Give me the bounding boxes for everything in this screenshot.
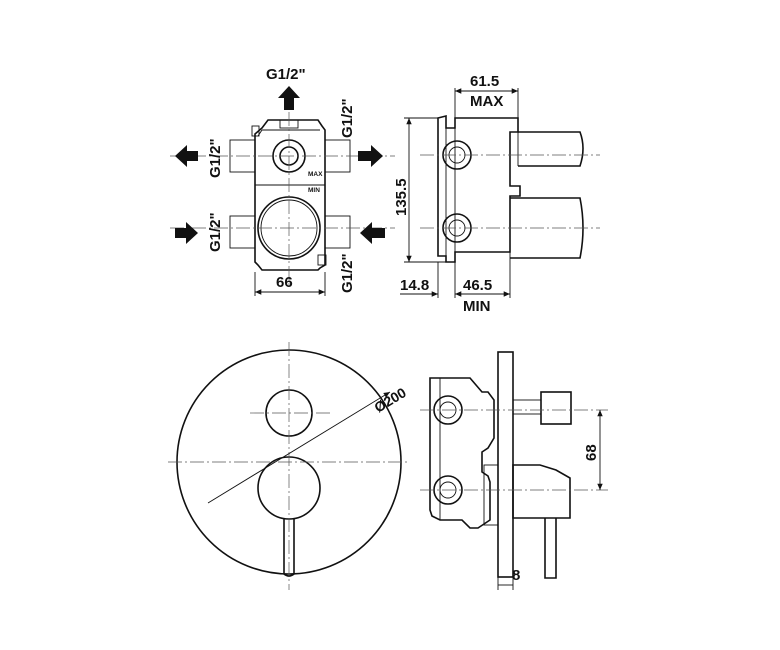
inlet-arrow-left-icon	[360, 222, 385, 244]
left-pipe-lower	[229, 215, 256, 249]
outlet-arrow-right-icon	[358, 145, 383, 167]
right-pipe-lower	[324, 215, 351, 249]
assembly-body-outline	[429, 377, 495, 529]
dim-135-text: 135.5	[393, 178, 410, 216]
dim-14-text: 14.8	[400, 277, 429, 294]
left-lower-label: G1/2"	[207, 212, 224, 252]
side-upper-cylinder	[518, 131, 584, 167]
plate-min-text: MIN	[308, 187, 320, 194]
right-upper-label: G1/2"	[339, 98, 356, 138]
body-outline	[254, 119, 326, 271]
lever-body	[512, 464, 571, 519]
top-inlet-label: G1/2"	[266, 66, 306, 83]
body-front-view: MAX MIN G1/2" G1/2" G1/2" G1/2" G1/2" 66	[170, 66, 395, 296]
assembly-side-view: 68 8	[420, 351, 608, 590]
outlet-arrow-left-icon	[175, 145, 198, 167]
dim-46-text: 46.5	[463, 277, 492, 294]
dim-66-text: 66	[276, 274, 293, 291]
inlet-arrow-right-icon	[175, 222, 198, 244]
mount-tab-right	[317, 254, 327, 266]
plate-front-view: Ø200	[168, 342, 410, 590]
knob-stem	[512, 399, 542, 415]
assembly-plate	[497, 351, 514, 578]
dim-min-text: MIN	[463, 298, 491, 315]
knob-cylinder	[540, 391, 572, 425]
plate-max-text: MAX	[308, 171, 323, 178]
dim-max-text: MAX	[470, 93, 503, 110]
right-lower-label: G1/2"	[339, 253, 356, 293]
lever-cartridge	[483, 464, 499, 526]
dim-8-text: 8	[512, 567, 520, 584]
body-side-view: 135.5 61.5 MAX 14.8 46.5 MIN	[393, 73, 600, 315]
outlet-arrow-up-icon	[278, 86, 300, 110]
dim-68-text: 68	[583, 444, 600, 461]
diameter-leader	[207, 391, 391, 504]
left-upper-label: G1/2"	[207, 138, 224, 178]
diameter-text: Ø200	[371, 384, 409, 415]
dim-61-text: 61.5	[470, 73, 499, 90]
mount-tab-left	[251, 125, 260, 137]
lever-handle	[544, 518, 557, 579]
